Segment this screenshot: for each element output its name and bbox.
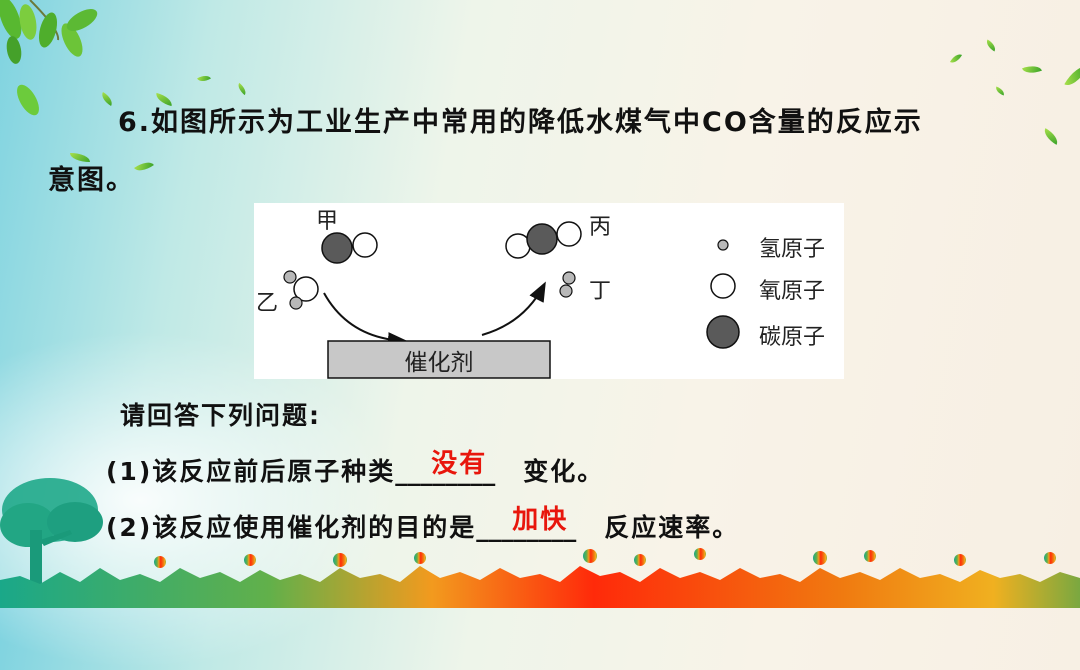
question-title-line2: 意图。 <box>48 165 135 196</box>
answer-blank-2: ________加快 <box>476 505 604 542</box>
reaction-diagram: 甲 乙 丙 丁 催化剂 氢原子 氧原子 碳原子 <box>254 203 844 379</box>
sub-question-2-suffix: 反应速率。 <box>604 513 740 542</box>
arrow-from-catalyst-icon <box>481 281 546 336</box>
questions-prompt: 请回答下列问题: <box>120 401 321 430</box>
label-yi: 乙 <box>256 291 279 316</box>
answer-2: 加快 <box>512 505 569 535</box>
molecule-bing-co2-icon <box>505 221 582 259</box>
sub-question-1-prefix: (1)该反应前后原子种类 <box>106 457 396 486</box>
molecule-ding-h2-icon <box>559 271 576 298</box>
catalyst-label: 催化剂 <box>404 350 474 376</box>
grass-flowers-decoration-icon <box>0 548 1080 608</box>
sub-question-2-prefix: (2)该反应使用催化剂的目的是 <box>106 513 477 542</box>
legend-carbon-icon <box>706 315 740 349</box>
legend-hydrogen-label: 氢原子 <box>759 237 826 262</box>
catalyst-box <box>327 340 551 379</box>
question-title-line1: 6.如图所示为工业生产中常用的降低水煤气中CO含量的反应示 <box>118 107 923 138</box>
reaction-diagram-svg <box>283 221 740 379</box>
label-bing: 丙 <box>589 215 612 240</box>
legend-oxygen-icon <box>710 273 736 299</box>
answer-1: 没有 <box>431 449 488 479</box>
molecule-jia-co-icon <box>321 232 378 264</box>
arrow-to-catalyst-icon <box>323 292 408 349</box>
sub-question-1-suffix: 变化。 <box>523 457 605 486</box>
legend-hydrogen-icon <box>717 239 729 251</box>
leaves-corner-icon <box>0 0 98 116</box>
sub-question-2: (2)该反应使用催化剂的目的是________加快反应速率。 <box>106 505 740 544</box>
molecule-yi-h2o-icon <box>283 270 319 310</box>
answer-blank-1: ________没有 <box>395 449 523 486</box>
legend-oxygen-label: 氧原子 <box>759 279 826 304</box>
legend-carbon-label: 碳原子 <box>759 325 826 350</box>
sub-question-1: (1)该反应前后原子种类________没有变化。 <box>106 449 605 488</box>
label-jia: 甲 <box>316 209 339 234</box>
label-ding: 丁 <box>589 279 612 304</box>
